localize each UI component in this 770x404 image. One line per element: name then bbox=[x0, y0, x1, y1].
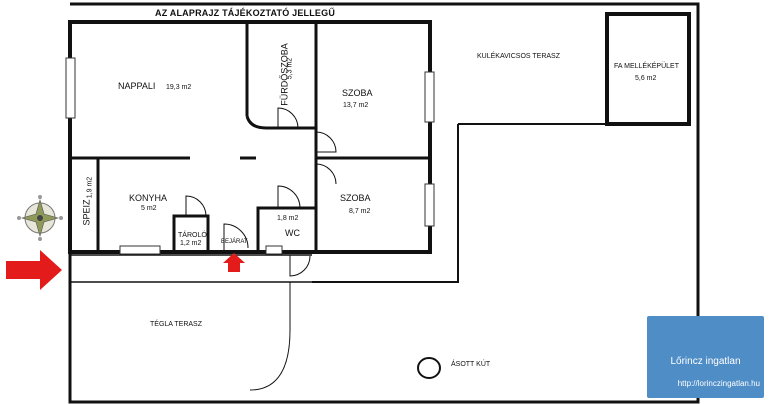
door-swing bbox=[223, 223, 249, 252]
door-swing bbox=[315, 163, 337, 185]
gravel-terrace-edge bbox=[312, 123, 690, 283]
wall-bath-curve bbox=[245, 115, 316, 130]
door-swing bbox=[289, 255, 311, 277]
room-area: 19,3 m2 bbox=[166, 84, 192, 91]
room-area: 13,7 m2 bbox=[343, 102, 369, 109]
wooden-outbuilding bbox=[605, 12, 691, 126]
door-swing bbox=[315, 131, 337, 153]
window bbox=[265, 245, 283, 255]
room-area: 8,7 m2 bbox=[349, 208, 371, 215]
room-name: KONYHA bbox=[129, 193, 168, 203]
gravel-terrace-label: KULÉKAVICSOS TERASZ bbox=[477, 53, 560, 60]
wall-wc bbox=[256, 206, 318, 254]
room-name: SZOBA bbox=[340, 193, 371, 203]
wall-taroloo bbox=[172, 214, 210, 254]
window bbox=[119, 245, 161, 255]
room-name: NAPPALI bbox=[118, 81, 156, 91]
room-area: 1,8 m2 bbox=[277, 215, 299, 222]
room-area: 5 m2 bbox=[141, 205, 157, 212]
well-icon bbox=[417, 357, 441, 379]
room-name: SZOBA bbox=[342, 88, 373, 98]
room-name: TÁROLÓ bbox=[178, 232, 207, 239]
brick-terrace-label: TÉGLA TERASZ bbox=[150, 321, 202, 328]
door-swing bbox=[185, 195, 207, 217]
red-arrow-icon bbox=[6, 250, 62, 290]
door-swing bbox=[277, 185, 301, 209]
room-name: WC bbox=[285, 228, 300, 238]
agency-logo[interactable]: Lőrincz ingatlan http://lorinczingatlan.… bbox=[647, 316, 764, 398]
entrance-label: BEJÁRAT bbox=[221, 239, 248, 245]
terrace-curve bbox=[249, 282, 291, 391]
room-area: 5,3 m2 bbox=[286, 57, 294, 80]
compass-icon bbox=[17, 195, 63, 241]
room-area: 1,2 m2 bbox=[180, 240, 202, 247]
window bbox=[424, 183, 435, 227]
house-outer-wall bbox=[68, 20, 432, 254]
room-area: 1,9 m2 bbox=[86, 176, 94, 199]
logo-url[interactable]: http://lorinczingatlan.hu bbox=[677, 379, 760, 388]
property-boundary bbox=[68, 2, 700, 404]
room-name: FA MELLÉKÉPÜLET bbox=[614, 63, 679, 70]
room-area: 5,6 m2 bbox=[635, 75, 657, 82]
entrance-arrow-icon bbox=[223, 253, 245, 272]
well-label: ÁSOTT KÚT bbox=[451, 361, 491, 368]
plan-title: AZ ALAPRAJZ TÁJÉKOZTATÓ JELLEGŰ bbox=[155, 8, 336, 18]
window bbox=[65, 57, 76, 119]
window bbox=[424, 71, 435, 123]
logo-name: Lőrincz ingatlan bbox=[670, 356, 741, 367]
door-swing bbox=[277, 107, 299, 129]
